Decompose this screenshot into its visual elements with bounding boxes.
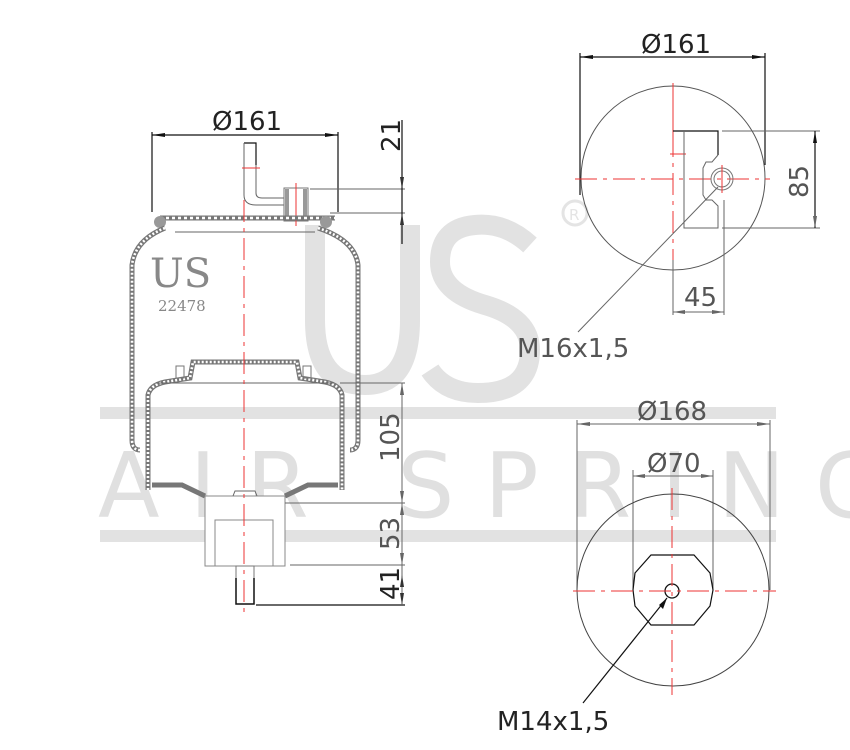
bottom-thread-callout: M14x1,5 xyxy=(497,707,609,737)
registered-mark: R xyxy=(569,206,579,224)
top-horizontal-offset-label: 45 xyxy=(684,283,717,313)
base-height-label: 53 xyxy=(376,517,406,550)
bottom-outer-diameter-label: Ø168 xyxy=(637,397,707,427)
top-thread-callout: M16x1,5 xyxy=(517,334,629,364)
top-diameter-label: Ø161 xyxy=(641,30,711,60)
side-part-number: 22478 xyxy=(158,297,206,315)
watermark-u-letter xyxy=(305,225,420,395)
side-view: Ø161 21 xyxy=(129,107,407,615)
registered-mark-ring xyxy=(561,199,589,227)
stud-length-label: 41 xyxy=(376,567,406,600)
bottom-inner-diameter-label: Ø70 xyxy=(647,449,701,479)
top-vertical-offset-label: 85 xyxy=(785,165,815,198)
watermark-bar-top xyxy=(100,407,776,419)
top-view: Ø161 85 45 M16x1,5 xyxy=(517,30,820,364)
piston-height-label: 105 xyxy=(376,412,406,462)
fitting-height-label: 21 xyxy=(377,119,407,152)
bottom-view: Ø168 Ø70 M14x1,5 xyxy=(497,397,776,737)
side-logo: US xyxy=(150,251,211,297)
side-diameter-label: Ø161 xyxy=(212,107,282,137)
watermark-s-shape xyxy=(421,214,541,404)
